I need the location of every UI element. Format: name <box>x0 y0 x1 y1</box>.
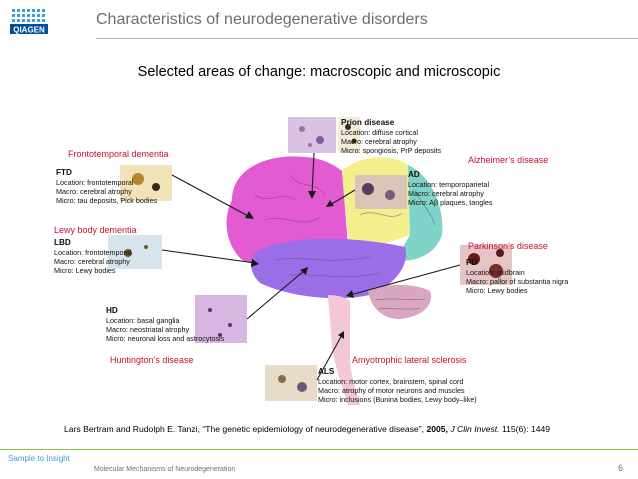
hd-arrow <box>246 269 306 320</box>
als-micrograph <box>265 365 317 401</box>
ad-arrow <box>329 189 356 206</box>
qiagen-logo: QIAGEN <box>10 9 48 35</box>
hd-micro: Micro: neuronal loss and astrocytosis <box>106 334 225 343</box>
pd-macro: Macro: pallor of substantia nigra <box>466 277 568 286</box>
citation-ref: 115(6): 1449 <box>501 424 551 434</box>
als-block: ALS Location: motor cortex, brainstem, s… <box>318 367 477 404</box>
citation-year: 2005, <box>426 424 448 434</box>
citation-text: Lars Bertram and Rudolph E. Tanzi, “The … <box>64 424 425 434</box>
footer-course: Molecular Mechanisms of Neurodegeneratio… <box>94 466 236 473</box>
ad-label: Alzheimer’s disease <box>468 155 548 165</box>
ad-micro: Micro: Aβ plaques, tangles <box>408 198 493 207</box>
pd-micro: Micro: Lewy bodies <box>466 286 528 295</box>
ad-abbr: AD <box>408 170 420 179</box>
pd-label: Parkinson’s disease <box>468 241 548 251</box>
lbd-abbr: LBD <box>54 238 71 247</box>
slide-subtitle: Selected areas of change: macroscopic an… <box>137 64 501 80</box>
ad-block: AD Location: temporoparietal Macro: cere… <box>408 170 493 207</box>
lbd-block: LBD Location: frontotemporal Macro: cere… <box>54 238 132 275</box>
lbd-micro: Micro: Lewy bodies <box>54 266 116 275</box>
pd-arrow <box>349 264 461 296</box>
title-divider <box>96 38 638 39</box>
logo-text: QIAGEN <box>13 26 45 35</box>
ftd-block: FTD Location: frontotemporal Macro: cere… <box>56 168 157 205</box>
slide-title: Characteristics of neurodegenerative dis… <box>96 11 428 28</box>
cerebellum <box>368 284 432 319</box>
ftd-abbr: FTD <box>56 168 72 177</box>
prion-block: Prion disease Location: diffuse cortical… <box>341 118 442 155</box>
prion-macro: Macro: cerebral atrophy <box>341 137 417 146</box>
prion-micro: Micro: spongiosis, PrP deposits <box>341 146 442 155</box>
prion-micrograph-2 <box>338 117 360 153</box>
pd-abbr: PD <box>466 258 477 267</box>
arrow-heads <box>245 191 354 339</box>
prion-arrow <box>311 152 315 196</box>
als-micro: Micro: inclusions (Bunina bodies, Lewy b… <box>318 395 477 404</box>
lbd-location: Location: frontotemporal <box>54 248 132 257</box>
ad-location: Location: temporoparietal <box>408 180 490 189</box>
footer-tagline: Sample to Insight <box>8 454 70 463</box>
citation: Lars Bertram and Rudolph E. Tanzi, “The … <box>64 424 550 434</box>
als-abbr: ALS <box>318 367 335 376</box>
hd-label: Huntington’s disease <box>110 355 193 365</box>
ad-macro: Macro: cerebral atrophy <box>408 189 484 198</box>
lbd-label: Lewy body dementia <box>54 225 137 235</box>
footer-divider <box>0 449 638 450</box>
citation-journal: J Clin Invest. <box>450 424 500 434</box>
als-arrow <box>316 334 343 381</box>
pd-location: Location: midbrain <box>466 268 525 277</box>
brainstem <box>328 295 360 405</box>
brain-figure: Prion disease Location: diffuse cortical… <box>54 117 568 405</box>
ftd-location: Location: frontotemporal <box>56 178 134 187</box>
prion-name: Prion disease <box>341 118 395 127</box>
hd-block: HD Location: basal ganglia Macro: neostr… <box>106 306 225 343</box>
lbd-macro: Macro: cerebral atrophy <box>54 257 130 266</box>
prion-location: Location: diffuse cortical <box>341 128 418 137</box>
hd-location: Location: basal ganglia <box>106 316 180 325</box>
lbd-arrow <box>161 249 256 264</box>
ftd-micrograph <box>120 165 172 201</box>
ftd-micro: Micro: tau deposits, Pick bodies <box>56 196 157 205</box>
als-label: Amyotrophic lateral sclerosis <box>352 355 467 365</box>
prion-micrograph <box>288 117 336 153</box>
pd-block: PD Location: midbrain Macro: pallor of s… <box>466 258 568 295</box>
ad-micrograph <box>355 175 407 209</box>
als-location: Location: motor cortex, brainstem, spina… <box>318 377 463 386</box>
occipital-lobe <box>395 165 443 261</box>
ftd-macro: Macro: cerebral atrophy <box>56 187 132 196</box>
ftd-label: Frontotemporal dementia <box>68 149 169 159</box>
pointer-arrows <box>161 152 461 381</box>
ftd-arrow <box>171 174 251 218</box>
hd-macro: Macro: neostriatal atrophy <box>106 325 190 334</box>
als-macro: Macro: atrophy of motor neurons and musc… <box>318 386 465 395</box>
hd-abbr: HD <box>106 306 118 315</box>
page-number: 6 <box>618 463 624 473</box>
micrograph-thumbnails <box>108 117 512 401</box>
lbd-micrograph <box>108 235 162 269</box>
